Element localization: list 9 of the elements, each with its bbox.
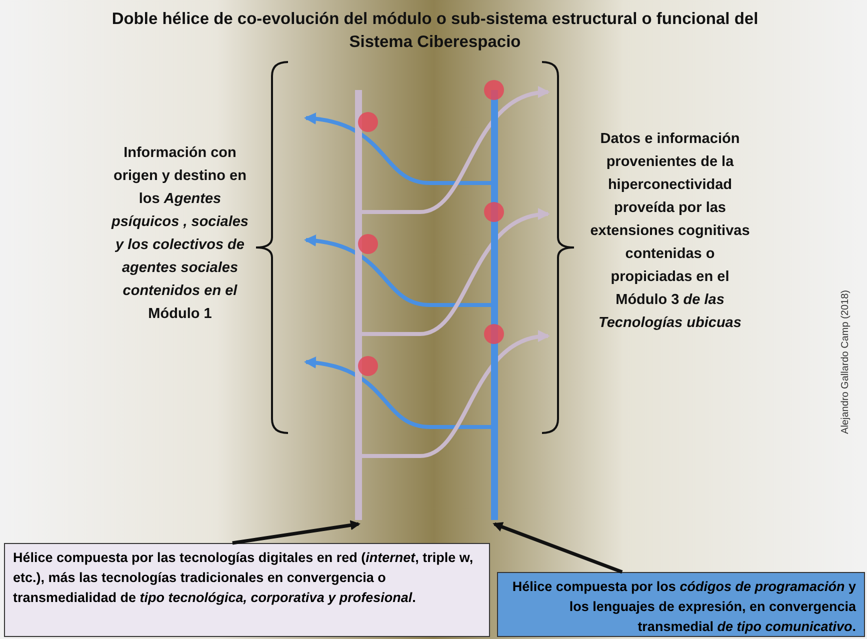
diagram-title: Doble hélice de co-evolución del módulo o sub-sistema estructural o funcional del Sistema Ciberespacio (110, 9, 760, 53)
text-box: Hélice compuesta por las tecnologías digitales en red (internet, triple w, etc.), más las tecnologías tradicionales en convergencia o transmedialidad de tipo tecnológica, corporativa y profesional. (4, 543, 490, 637)
credit-text: Alejandro Gallardo Camp (2018) (840, 290, 851, 434)
helix-strand (355, 90, 362, 520)
arrow (492, 522, 623, 574)
text-box: Hélice compuesta por los códigos de programación y los lenguajes de expresión, en convergencia transmedial de tipo comunicativo. (497, 572, 865, 637)
description-text: Información con origen y destino en los Agentes psíquicos , sociales y los colectivos de agentes sociales contenidos en el Módulo 1 (106, 142, 254, 326)
arrow (232, 520, 360, 545)
description-text: Datos e información provenientes de la hiperconectividad proveída por las extensiones cognitivas contenidas o propiciadas en el Módulo 3 de las Tecnologías ubicuas (586, 128, 754, 335)
